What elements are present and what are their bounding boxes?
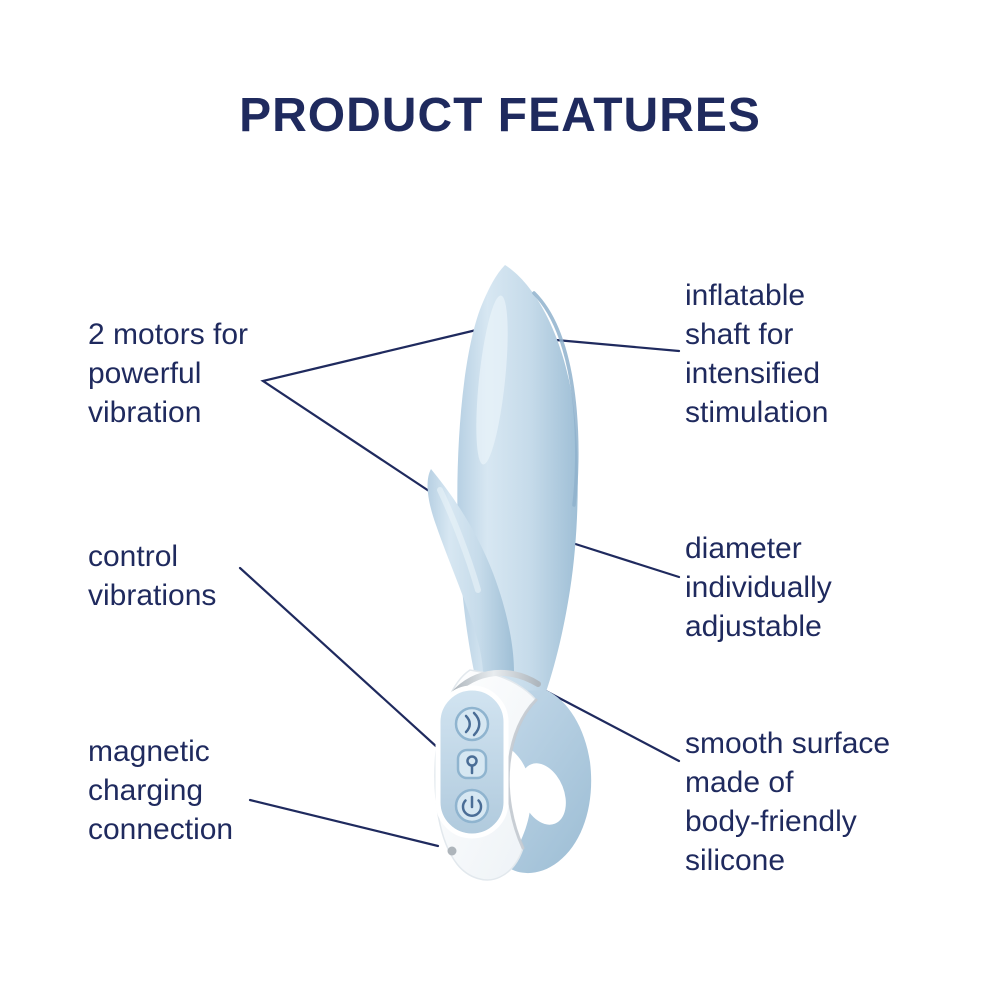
- label-2-motors: 2 motors for powerful vibration: [88, 318, 249, 429]
- motors-callout-line: [260, 325, 491, 499]
- label-smooth-surface: smooth surface made of body-friendly sil…: [685, 727, 891, 877]
- page-title: PRODUCT FEATURES: [239, 89, 761, 142]
- control-callout-line: [238, 566, 451, 760]
- metal-trim-side: [506, 698, 538, 850]
- label-control-vibrations: control vibrations: [88, 540, 217, 612]
- loop-hole: [520, 763, 566, 825]
- vibration-wave-button: [454, 706, 490, 742]
- label-magnetic-charging: magnetic charging connection: [88, 735, 234, 846]
- inflatable-callout-line: [554, 338, 681, 353]
- magnetic-callout-line: [248, 798, 440, 848]
- air-pump-button: [456, 748, 488, 780]
- shaft-highlight: [476, 295, 508, 465]
- label-diameter-adjustable: diameter individually adjustable: [685, 532, 832, 643]
- inflatable-seam-line: [532, 291, 579, 507]
- power-button: [454, 788, 490, 824]
- arm-highlight: [437, 487, 481, 593]
- magnetic-charging-contact: [447, 846, 457, 856]
- label-inflatable-shaft: inflatable shaft for intensified stimula…: [685, 279, 829, 429]
- power-icon: [461, 795, 483, 817]
- diameter-callout-line: [564, 539, 681, 579]
- vibration-wave-icon: [464, 711, 481, 737]
- product-illustration: [427, 265, 592, 881]
